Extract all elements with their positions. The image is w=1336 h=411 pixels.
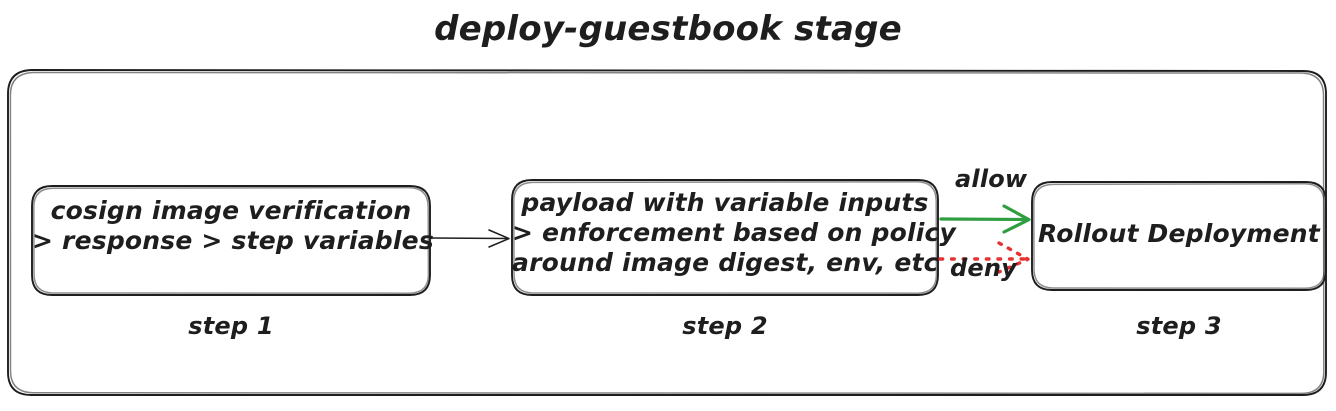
step1-line-1: cosign image verification	[50, 196, 412, 225]
step1-caption: step 1	[188, 312, 274, 340]
step2-line-2: > enforcement based on policy	[512, 218, 957, 247]
step1-line-2: > response > step variables	[32, 226, 434, 255]
step2-caption: step 2	[682, 312, 768, 340]
diagram-title: deploy-guestbook stage	[434, 9, 902, 49]
edge-allow-label: allow	[955, 165, 1028, 193]
step3-caption: step 3	[1136, 312, 1222, 340]
edge-deny-label: deny	[950, 254, 1017, 282]
step3-node-text: Rollout Deployment	[1032, 219, 1326, 249]
step1-node-text: cosign image verification > response > s…	[32, 196, 434, 256]
step2-line-1: payload with variable inputs	[521, 188, 929, 217]
step2-line-3: around image digest, env, etc	[512, 248, 939, 277]
step3-line-1: Rollout Deployment	[1038, 219, 1320, 248]
edge-step1-step2-arrow	[430, 229, 510, 248]
step2-node-text: payload with variable inputs > enforceme…	[512, 188, 957, 278]
